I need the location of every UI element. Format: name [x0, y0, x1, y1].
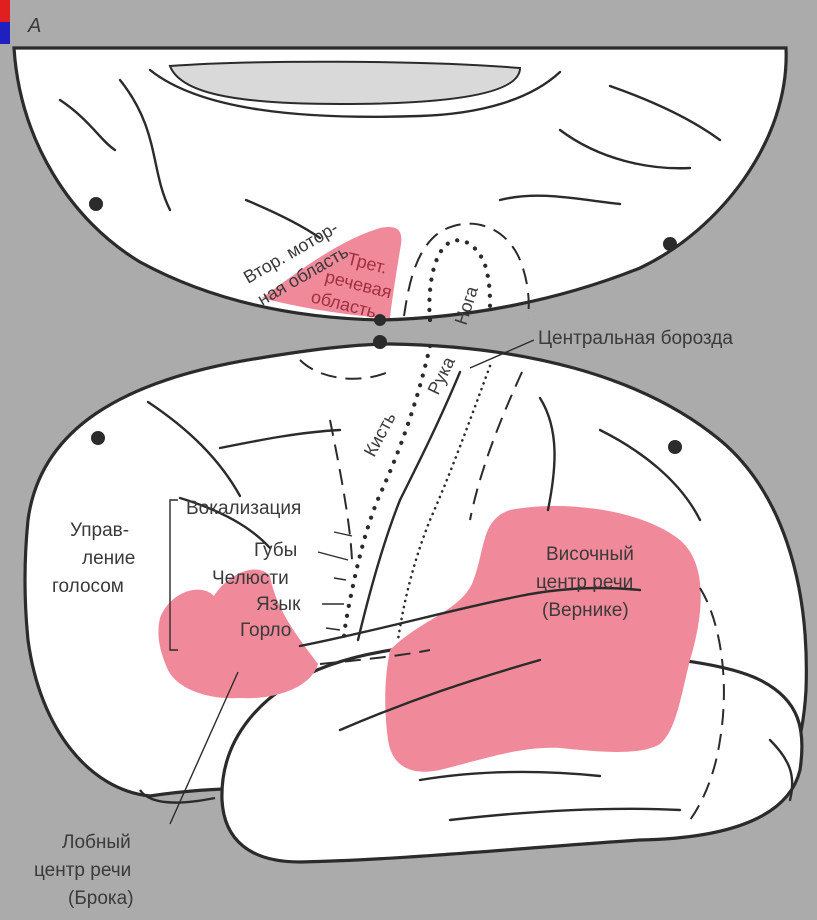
label-broca-1: Лобный [62, 832, 131, 853]
label-wernicke-2: центр речи [536, 572, 633, 593]
label-lips: Губы [254, 540, 297, 561]
marker-vertex [373, 335, 387, 349]
marker-left [89, 197, 103, 211]
panel-letter: A [27, 15, 41, 37]
marker-left-lateral [91, 431, 105, 445]
label-wernicke-3: (Вернике) [542, 600, 629, 621]
label-tongue: Язык [256, 594, 301, 615]
label-voice-control-2: ление [82, 548, 135, 569]
marker-right-lateral [668, 440, 682, 454]
label-voice-control-3: голосом [52, 576, 124, 597]
label-voice-control-1: Управ- [70, 520, 129, 541]
label-larynx: Горло [240, 620, 291, 641]
label-wernicke-1: Височный [546, 544, 634, 565]
label-broca-3: (Брока) [68, 888, 134, 909]
marker-vertex-top [374, 314, 386, 326]
label-central-sulcus: Центральная борозда [538, 328, 733, 349]
corner-mark-red [0, 0, 10, 22]
label-broca-2: центр речи [34, 860, 131, 881]
marker-right [663, 237, 677, 251]
label-vocalization: Вокализация [186, 498, 301, 519]
corner-mark-blue [0, 22, 10, 44]
label-jaw: Челюсти [212, 568, 289, 589]
